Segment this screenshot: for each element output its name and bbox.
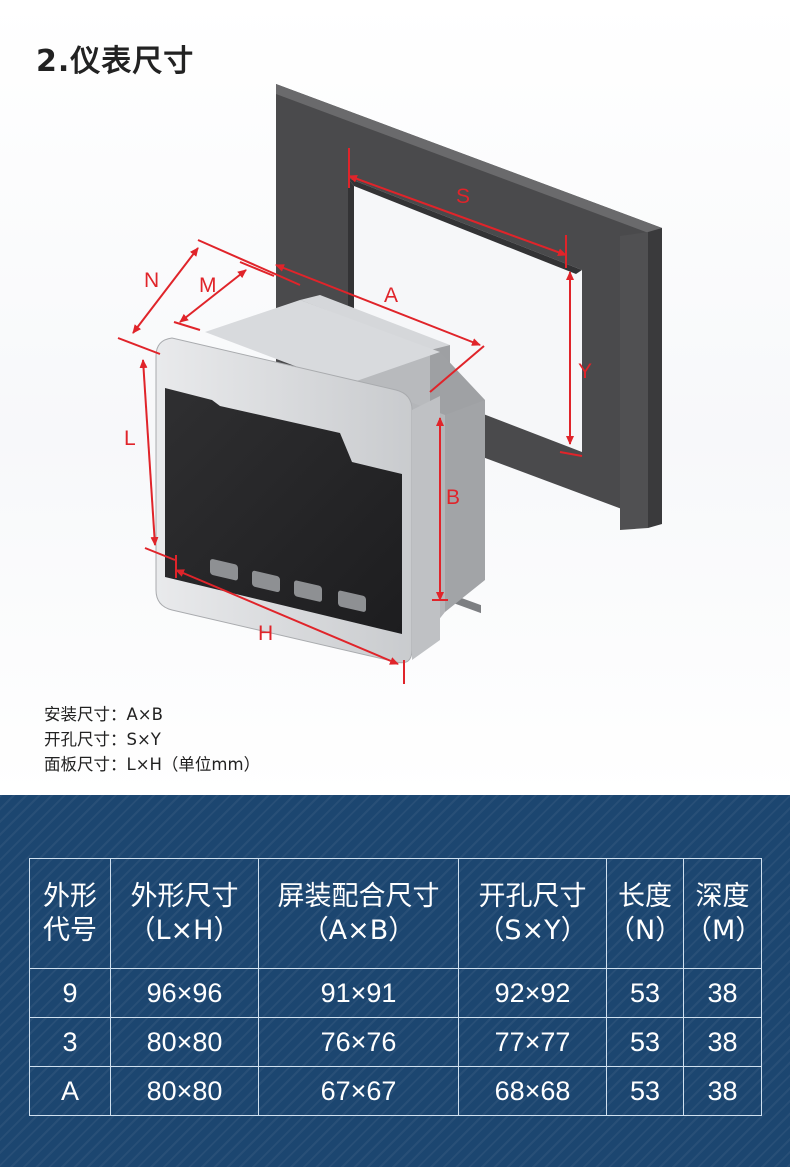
- cell-cutout-size: 77×77: [458, 1017, 607, 1067]
- cell-length: 53: [606, 968, 684, 1018]
- cell-depth: 38: [683, 1066, 762, 1116]
- header-code: 外形代号: [29, 858, 111, 969]
- dim-label-l: L: [124, 427, 136, 450]
- header-outer-size: 外形尺寸（L×H）: [110, 858, 259, 969]
- table-row: A 80×80 67×67 68×68 53 38: [29, 1066, 762, 1116]
- note-panel-size: 面板尺寸：L×H（单位mm）: [44, 752, 260, 777]
- cell-depth: 38: [683, 1017, 762, 1067]
- cell-code: 3: [29, 1017, 111, 1067]
- cell-depth: 38: [683, 968, 762, 1018]
- header-depth: 深度（M）: [683, 858, 762, 969]
- dim-label-h: H: [258, 622, 273, 645]
- meter-housing: [155, 295, 485, 664]
- diagram-section: 2.仪表尺寸: [0, 0, 790, 795]
- note-cutout-size: 开孔尺寸：S×Y: [44, 727, 260, 752]
- note-value: S×Y: [126, 730, 161, 749]
- note-label: 面板尺寸：: [44, 755, 127, 774]
- cell-length: 53: [606, 1066, 684, 1116]
- table-header-row: 外形代号 外形尺寸（L×H） 屏装配合尺寸（A×B） 开孔尺寸（S×Y） 长度（…: [29, 858, 762, 969]
- note-label: 安装尺寸：: [44, 705, 127, 724]
- cell-fit-size: 76×76: [258, 1017, 459, 1067]
- dim-label-n: N: [144, 269, 159, 292]
- page-title: 2.仪表尺寸: [36, 44, 195, 79]
- meter-dimension-diagram: S A N M Y L B H: [117, 84, 662, 684]
- cell-cutout-size: 68×68: [458, 1066, 607, 1116]
- table-row: 9 96×96 91×91 92×92 53 38: [29, 968, 762, 1018]
- header-length: 长度（N）: [606, 858, 684, 969]
- header-fit-size: 屏装配合尺寸（A×B）: [258, 858, 459, 969]
- dim-label-a: A: [384, 284, 398, 307]
- cell-cutout-size: 92×92: [458, 968, 607, 1018]
- note-value: L×H（单位mm）: [126, 755, 261, 774]
- table-row: 3 80×80 76×76 77×77 53 38: [29, 1017, 762, 1067]
- note-install-size: 安装尺寸：A×B: [44, 702, 260, 727]
- cell-fit-size: 67×67: [258, 1066, 459, 1116]
- cell-code: A: [29, 1066, 111, 1116]
- dimension-spec-table: 外形代号 外形尺寸（L×H） 屏装配合尺寸（A×B） 开孔尺寸（S×Y） 长度（…: [29, 858, 762, 1116]
- cell-outer-size: 96×96: [110, 968, 259, 1018]
- header-cutout-size: 开孔尺寸（S×Y）: [458, 858, 607, 969]
- dimension-notes: 安装尺寸：A×B 开孔尺寸：S×Y 面板尺寸：L×H（单位mm）: [44, 702, 260, 777]
- cell-fit-size: 91×91: [258, 968, 459, 1018]
- cell-length: 53: [606, 1017, 684, 1067]
- cell-outer-size: 80×80: [110, 1066, 259, 1116]
- dim-label-m: M: [199, 274, 217, 297]
- dimension-lines: [117, 148, 583, 684]
- note-value: A×B: [126, 705, 163, 724]
- note-label: 开孔尺寸：: [44, 730, 127, 749]
- dim-label-y: Y: [578, 360, 592, 383]
- cell-outer-size: 80×80: [110, 1017, 259, 1067]
- dim-label-b: B: [446, 486, 460, 509]
- dim-label-s: S: [456, 185, 470, 208]
- cell-code: 9: [29, 968, 111, 1018]
- spec-table-section: 外形代号 外形尺寸（L×H） 屏装配合尺寸（A×B） 开孔尺寸（S×Y） 长度（…: [0, 795, 790, 1167]
